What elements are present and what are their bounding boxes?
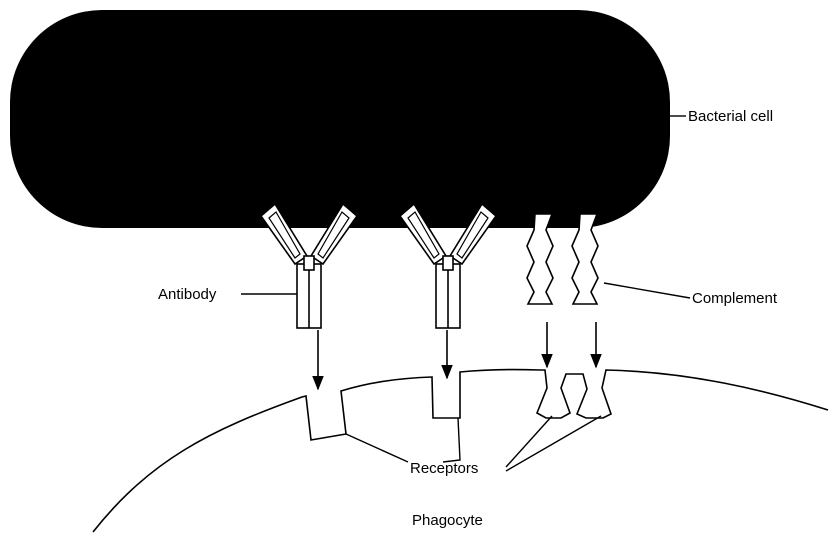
receptors-leader-right-2 bbox=[506, 416, 601, 471]
bacterial-cell bbox=[10, 10, 670, 228]
bacterial-cell-label: Bacterial cell bbox=[688, 108, 773, 125]
antibody-label: Antibody bbox=[158, 286, 217, 303]
receptors-leader-mid bbox=[443, 418, 460, 462]
complement-leader bbox=[604, 283, 690, 298]
receptors-leader-left bbox=[346, 434, 408, 462]
complement-label: Complement bbox=[692, 290, 778, 307]
receptors-label: Receptors bbox=[410, 460, 478, 477]
phagocyte-membrane bbox=[93, 370, 828, 532]
phagocyte-label: Phagocyte bbox=[412, 512, 483, 529]
receptors-leader-right-1 bbox=[506, 416, 552, 467]
